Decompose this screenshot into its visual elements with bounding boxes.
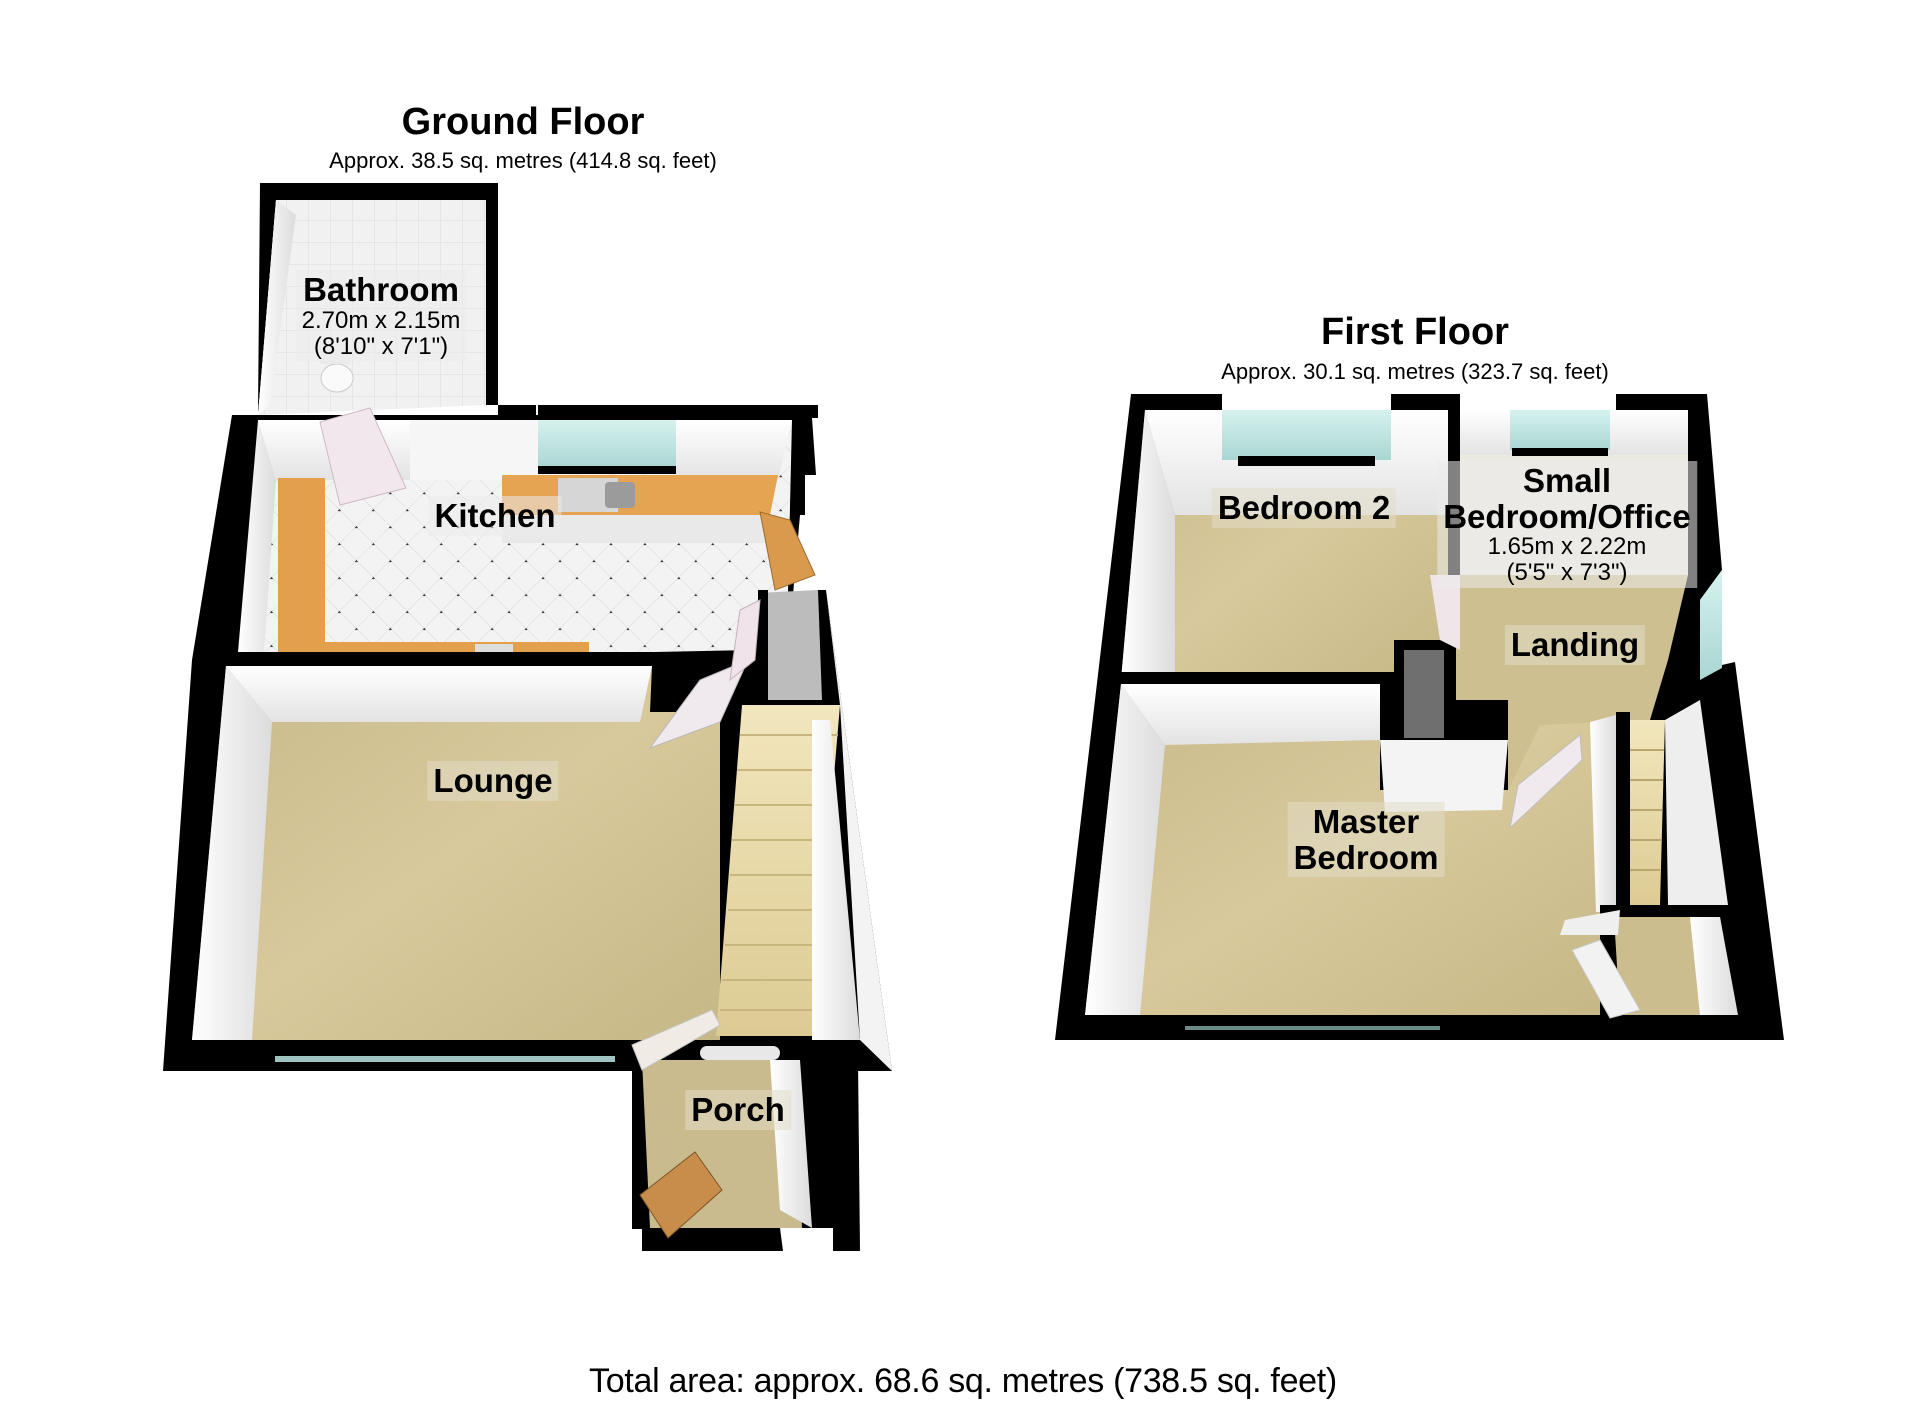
first-floor-area: Approx. 30.1 sq. metres (323.7 sq. feet) (1221, 359, 1609, 384)
bathroom-name: Bathroom (303, 271, 459, 308)
bathroom-dim-metric: 2.70m x 2.15m (301, 306, 461, 334)
room-label-small-bedroom-office: Small Bedroom/Office 1.65m x 2.22m (5'5"… (1437, 461, 1697, 589)
room-label-landing: Landing (1504, 625, 1646, 665)
bathroom-dim-imperial: (8'10" x 7'1") (313, 332, 449, 360)
small-bedroom-name-line1: Small (1522, 462, 1612, 499)
lounge-name: Lounge (433, 762, 553, 799)
master-bedroom-name-line2: Bedroom (1293, 838, 1439, 876)
porch-name: Porch (691, 1091, 785, 1128)
ground-floor-area: Approx. 38.5 sq. metres (414.8 sq. feet) (329, 148, 717, 173)
landing-name: Landing (1510, 626, 1640, 663)
room-label-master-bedroom: Master Bedroom (1287, 802, 1445, 878)
kitchen-name: Kitchen (434, 497, 556, 534)
first-floor-title: First Floor (1321, 311, 1509, 353)
room-label-bathroom: Bathroom 2.70m x 2.15m (8'10" x 7'1") (295, 270, 467, 362)
master-bedroom-name-line1: Master (1312, 803, 1420, 840)
small-bedroom-dim-imperial: (5'5" x 7'3") (1506, 559, 1628, 587)
ground-floor-title: Ground Floor (401, 101, 645, 143)
total-area: Total area: approx. 68.6 sq. metres (738… (589, 1362, 1337, 1400)
bedroom-2-name: Bedroom 2 (1217, 489, 1391, 526)
small-bedroom-name-line2: Bedroom/Office (1443, 497, 1691, 535)
room-label-porch: Porch (685, 1090, 791, 1130)
small-bedroom-dim-metric: 1.65m x 2.22m (1487, 533, 1647, 561)
room-label-lounge: Lounge (427, 761, 559, 801)
room-label-bedroom-2: Bedroom 2 (1211, 488, 1397, 528)
room-label-kitchen: Kitchen (428, 496, 562, 536)
